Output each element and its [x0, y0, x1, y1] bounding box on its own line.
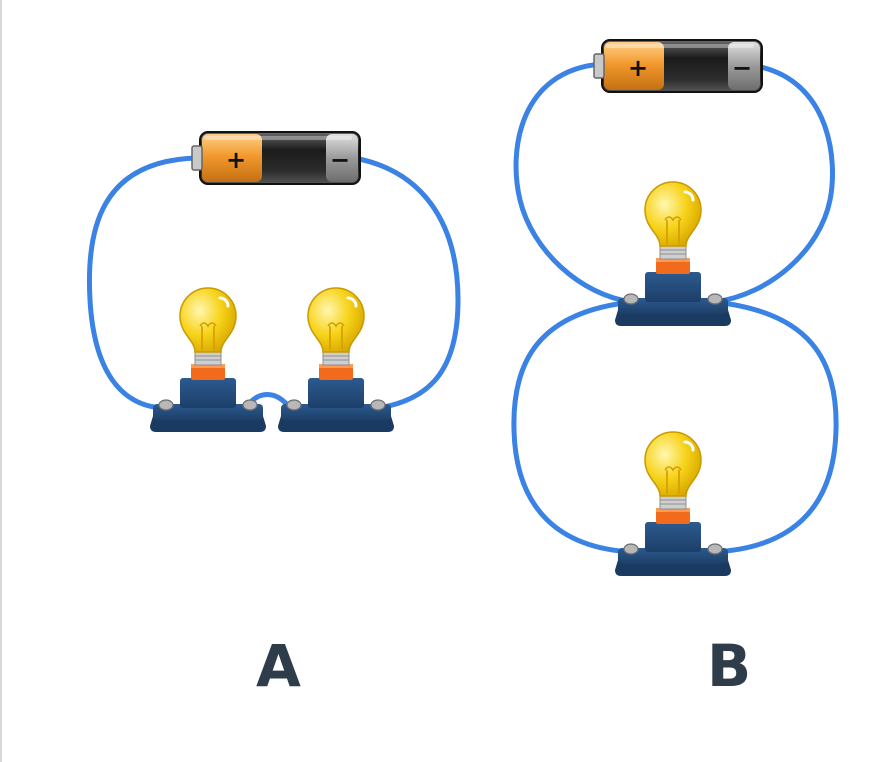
circuit-b-label: B	[707, 632, 752, 700]
bulb-b2	[613, 430, 733, 578]
wire-b-lower-right	[711, 299, 839, 555]
wire-a-left	[86, 155, 201, 411]
circuit-a-label: A	[256, 632, 301, 700]
battery-b-positive-sign: +	[628, 54, 648, 82]
battery-a-positive-sign: +	[226, 146, 246, 174]
bulb-a2	[276, 286, 396, 434]
bulb-a1	[148, 286, 268, 434]
wire-a-right	[351, 155, 461, 411]
circuit-b: + −	[511, 38, 839, 578]
bulb-b1	[613, 180, 733, 328]
battery-a-negative-sign: −	[330, 146, 350, 174]
wire-b-upper-right	[711, 63, 835, 305]
circuit-a: + −	[86, 130, 461, 434]
wire-b-lower-left	[511, 299, 635, 555]
battery-b-negative-sign: −	[732, 54, 752, 82]
wire-b-upper-left	[513, 61, 635, 305]
